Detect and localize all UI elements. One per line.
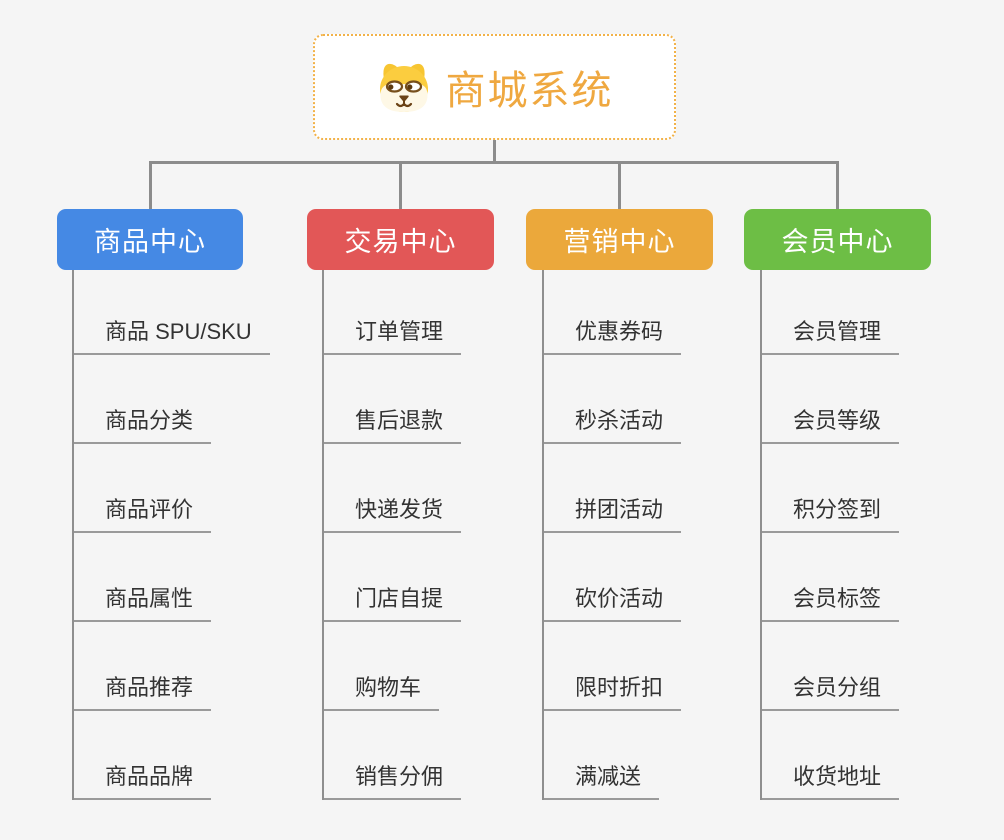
branch-header-trade[interactable]: 交易中心 <box>307 209 494 270</box>
leaf-item[interactable]: 商品推荐 <box>74 622 212 711</box>
leaf-item[interactable]: 门店自提 <box>324 533 462 622</box>
dog-face-icon <box>376 61 432 113</box>
leaf-item[interactable]: 商品品牌 <box>74 711 212 800</box>
leaf-item[interactable]: 积分签到 <box>762 444 900 533</box>
leaf-item-label: 商品 SPU/SKU <box>105 319 252 344</box>
root-title: 商城系统 <box>445 69 614 113</box>
leaf-item[interactable]: 优惠券码 <box>544 270 682 355</box>
leaf-item-label: 商品推荐 <box>105 675 194 700</box>
connector-root-riser <box>493 140 496 163</box>
leaf-item-label: 秒杀活动 <box>575 408 664 433</box>
leaf-item-label: 销售分佣 <box>355 764 444 789</box>
leaf-item-label: 会员管理 <box>793 319 882 344</box>
root-node[interactable]: 商城系统 <box>313 34 676 140</box>
leaf-item[interactable]: 商品分类 <box>74 355 212 444</box>
leaf-item-label: 购物车 <box>355 675 422 700</box>
leaf-item[interactable]: 会员分组 <box>762 622 900 711</box>
branch-header-marketing[interactable]: 营销中心 <box>526 209 713 270</box>
leaf-item[interactable]: 会员标签 <box>762 533 900 622</box>
leaf-item[interactable]: 订单管理 <box>324 270 462 355</box>
leaf-item-label: 会员等级 <box>793 408 882 433</box>
leaf-item[interactable]: 会员等级 <box>762 355 900 444</box>
leaf-item-label: 门店自提 <box>355 586 444 611</box>
leaf-item-label: 订单管理 <box>355 319 444 344</box>
leaf-item-label: 积分签到 <box>793 497 882 522</box>
leaf-item-label: 快递发货 <box>355 497 444 522</box>
leaf-item-label: 商品分类 <box>105 408 194 433</box>
leaf-item[interactable]: 秒杀活动 <box>544 355 682 444</box>
branch-items-marketing: 优惠券码秒杀活动拼团活动砍价活动限时折扣满减送 <box>542 270 682 800</box>
leaf-item[interactable]: 收货地址 <box>762 711 900 800</box>
branch-header-products[interactable]: 商品中心 <box>57 209 243 270</box>
leaf-item-label: 会员标签 <box>793 586 882 611</box>
leaf-item[interactable]: 限时折扣 <box>544 622 682 711</box>
leaf-item[interactable]: 商品评价 <box>74 444 212 533</box>
leaf-item-label: 拼团活动 <box>575 497 664 522</box>
leaf-item-label: 商品评价 <box>105 497 194 522</box>
leaf-item-label: 优惠券码 <box>575 319 664 344</box>
leaf-item-label: 售后退款 <box>355 408 444 433</box>
connector-drop-trade <box>399 163 402 209</box>
branch-items-trade: 订单管理售后退款快递发货门店自提购物车销售分佣 <box>322 270 462 800</box>
leaf-item-label: 满减送 <box>575 764 642 789</box>
leaf-item-label: 商品品牌 <box>105 764 194 789</box>
leaf-item-label: 限时折扣 <box>575 675 664 700</box>
leaf-item-label: 收货地址 <box>793 764 882 789</box>
connector-horizontal-bar <box>149 161 839 164</box>
branch-items-members: 会员管理会员等级积分签到会员标签会员分组收货地址 <box>760 270 900 800</box>
branch-header-members[interactable]: 会员中心 <box>744 209 931 270</box>
connector-drop-marketing <box>618 163 621 209</box>
leaf-item[interactable]: 商品属性 <box>74 533 212 622</box>
leaf-item-label: 商品属性 <box>105 586 194 611</box>
leaf-item[interactable]: 满减送 <box>544 711 660 800</box>
leaf-item[interactable]: 销售分佣 <box>324 711 462 800</box>
branch-items-products: 商品 SPU/SKU 商品分类商品评价商品属性商品推荐商品品牌 <box>72 270 270 800</box>
leaf-item[interactable]: 售后退款 <box>324 355 462 444</box>
leaf-item[interactable]: 拼团活动 <box>544 444 682 533</box>
leaf-item-label: 会员分组 <box>793 675 882 700</box>
leaf-item-label: 砍价活动 <box>575 586 664 611</box>
leaf-item[interactable]: 快递发货 <box>324 444 462 533</box>
leaf-item[interactable]: 会员管理 <box>762 270 900 355</box>
leaf-item[interactable]: 商品 SPU/SKU <box>74 270 270 355</box>
leaf-item[interactable]: 购物车 <box>324 622 440 711</box>
connector-drop-products <box>149 163 152 209</box>
leaf-item[interactable]: 砍价活动 <box>544 533 682 622</box>
connector-drop-members <box>836 163 839 209</box>
